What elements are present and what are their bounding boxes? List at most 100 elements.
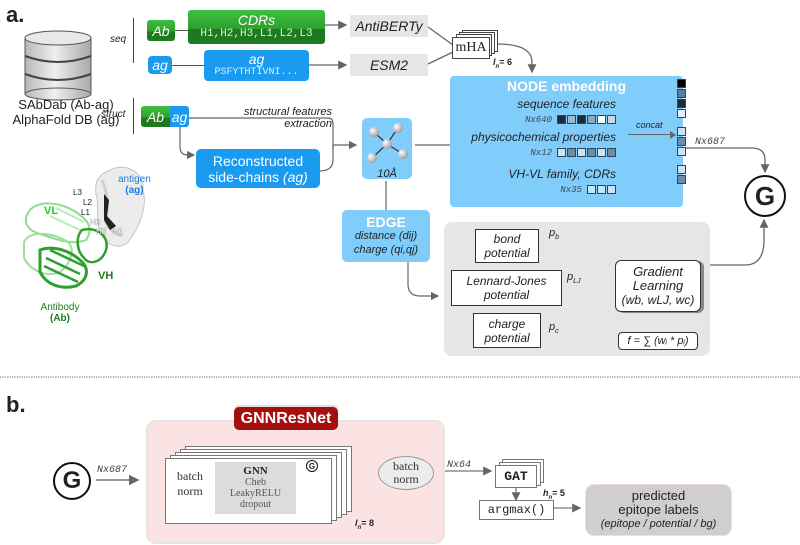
seq-ab-chip: Ab [147,20,175,41]
feature-vector [556,111,616,129]
feature-cell [567,148,576,157]
seq-label: seq [110,34,127,45]
antibody-label: Antibody (Ab) [40,302,80,324]
feature-cell [587,115,596,124]
feature-vector [556,144,616,162]
mha-block: mHA [452,37,490,59]
feature-cell [577,148,586,157]
arrow-edge-potentials [407,262,440,301]
cdr-h2-label: H2 [96,227,107,236]
concat-cell [677,137,686,146]
concat-arrowhead [670,131,676,139]
database-line1: SAbDab (Ab-ag) [18,97,114,112]
reconstructed-line2: side-chains (ag) [208,168,308,185]
antigen-label: antigen (ag) [118,174,151,196]
gnn-title: GNN [243,465,268,477]
feature-cell [557,148,566,157]
line-antiberty-mha [427,26,454,46]
antibody-antigen-structure: antigen (ag) VL VH L3 L2 L1 H3 H2 H1 Ant… [10,150,151,330]
gat-heads-label: hn= 5 [543,488,565,501]
predicted-line1: predicted [631,488,686,503]
seq-ag-chip: ag [148,56,172,74]
cdr-h3-label: H3 [90,218,101,227]
concat-label: concat [636,120,663,130]
esm2-model: ESM2 [350,54,428,76]
connector [175,30,188,31]
feature-cell [587,148,596,157]
ag-sequence: PSFYTHTIVNI... [214,67,299,78]
edge-box: EDGE distance (dij) charge (qi,qj) [342,210,430,262]
database-line2: AlphaFold DB (ag) [12,112,120,127]
node-feature-name: physicochemical properties [471,130,616,144]
cdr-l1-label: L1 [81,208,90,217]
pc-label: pc [549,321,559,336]
arrow-ag-reconstructed [179,127,196,160]
mha-layers-label: ln= 6 [493,57,512,70]
feature-cell [587,185,596,194]
output-dim-label: Nx64 [447,460,472,471]
gat-block: GAT [495,465,537,488]
argmax-block: argmax() [479,500,554,520]
feature-vector [586,181,616,199]
cdr-h1-label: H1 [113,227,124,236]
feature-cell [607,148,616,157]
plj-label: pLJ [567,271,581,286]
line-esm2-mha [427,51,454,65]
database-icon [24,30,92,101]
residual-g-icon: G [306,460,318,472]
edge-charge: charge (qi,qj) [353,244,419,256]
connector [172,65,204,66]
node-feature-dim: Nx35 [560,185,582,195]
weighted-sum-formula: f = ∑ (wᵢ * pᵢ) [618,332,698,350]
antiberty-model: AntiBERTy [350,15,428,37]
struct-ab-chip: Ab [141,106,170,127]
gnn-block: GNN Cheb LeakyRELU dropout [215,462,296,514]
feature-cell [597,185,606,194]
concat-cell [677,175,686,184]
graph-box: 10Å [362,118,412,180]
cdr-l3-label: L3 [73,188,82,197]
concat-cell [677,127,686,136]
feature-cell [607,185,616,194]
arrow-node-g [681,147,770,174]
vh-label: VH [98,270,114,282]
predicted-line3: (epitope / potential / bg) [600,518,717,530]
node-feature-name: sequence features [517,97,616,111]
cdrs-title: CDRs [237,12,276,28]
seq-bracket [133,18,134,63]
arrow-to-graph [318,140,358,172]
database-label: SAbDab (Ab-ag) AlphaFold DB (ag) [4,97,128,127]
graph-g-node: G [744,175,786,217]
concat-cell [677,79,686,88]
struct-ag-chip: ag [170,106,189,127]
feature-cell [597,115,606,124]
gradient-learning-box: Gradient Learning (wb, wLJ, wc) [615,260,701,312]
concat-cell [677,109,686,118]
arrow-mha-node [496,43,537,74]
predicted-labels-box: predicted epitope labels (epitope / pote… [585,484,732,536]
gnn-layers-label: ln= 8 [355,518,374,531]
ag-title: ag [248,51,265,67]
node-embedding-title: NODE embedding [506,78,626,94]
gnn-leakyrelu: LeakyRELU [229,488,282,499]
arrow-gradient-g [705,218,769,266]
concat-cell [677,147,686,156]
features-line1: structural features [243,106,332,118]
ag-sequence-box: ag PSFYTHTIVNI... [204,50,309,81]
vl-label: VL [44,205,59,217]
node-feature-name: VH-VL family, CDRs [508,167,616,181]
struct-label: struct [101,109,126,120]
node-feature-dim: Nx12 [530,148,552,158]
edge-distance: distance (dij) [354,230,418,242]
feature-cell [557,115,566,124]
predicted-line2: epitope labels [618,502,699,517]
edge-title: EDGE [366,214,406,230]
pb-label: pb [549,227,560,242]
feature-cell [567,115,576,124]
cdrs-list: H1,H2,H3,L1,L2,L3 [200,28,313,40]
